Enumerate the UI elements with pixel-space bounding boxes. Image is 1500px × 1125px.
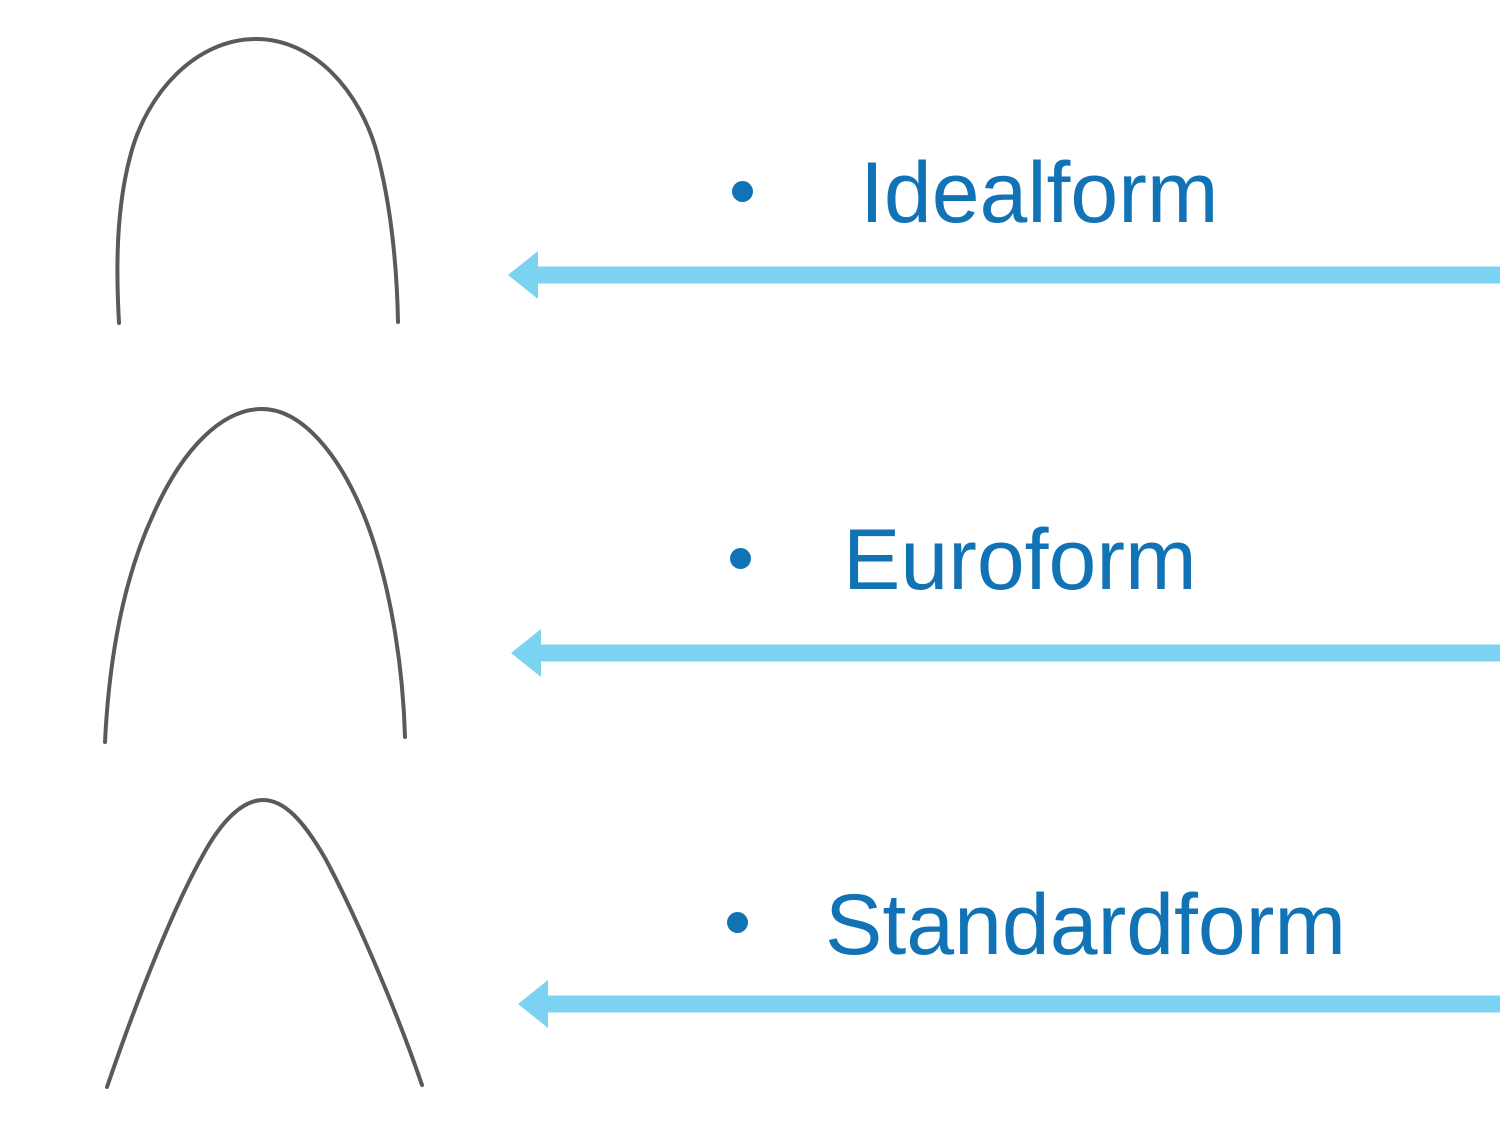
standardform-archwire-path <box>105 797 424 1089</box>
idealform-archwire <box>115 36 400 325</box>
label-idealform: Idealform <box>860 145 1219 241</box>
bullet-icon <box>730 548 751 569</box>
left-arrow-icon <box>511 629 1500 677</box>
left-arrow-icon <box>518 980 1500 1028</box>
left-arrow-shape <box>511 629 1500 677</box>
euroform-archwire <box>103 406 407 744</box>
standardform-archwire <box>105 797 424 1089</box>
euroform-archwire-path <box>103 406 407 744</box>
bullet-icon <box>727 912 748 933</box>
label-euroform: Euroform <box>843 512 1197 608</box>
bullet-icon <box>732 181 753 202</box>
left-arrow-icon <box>508 251 1500 299</box>
left-arrow-shape <box>508 251 1500 299</box>
label-standardform: Standardform <box>825 877 1347 973</box>
idealform-archwire-path <box>115 36 400 325</box>
left-arrow-shape <box>518 980 1500 1028</box>
